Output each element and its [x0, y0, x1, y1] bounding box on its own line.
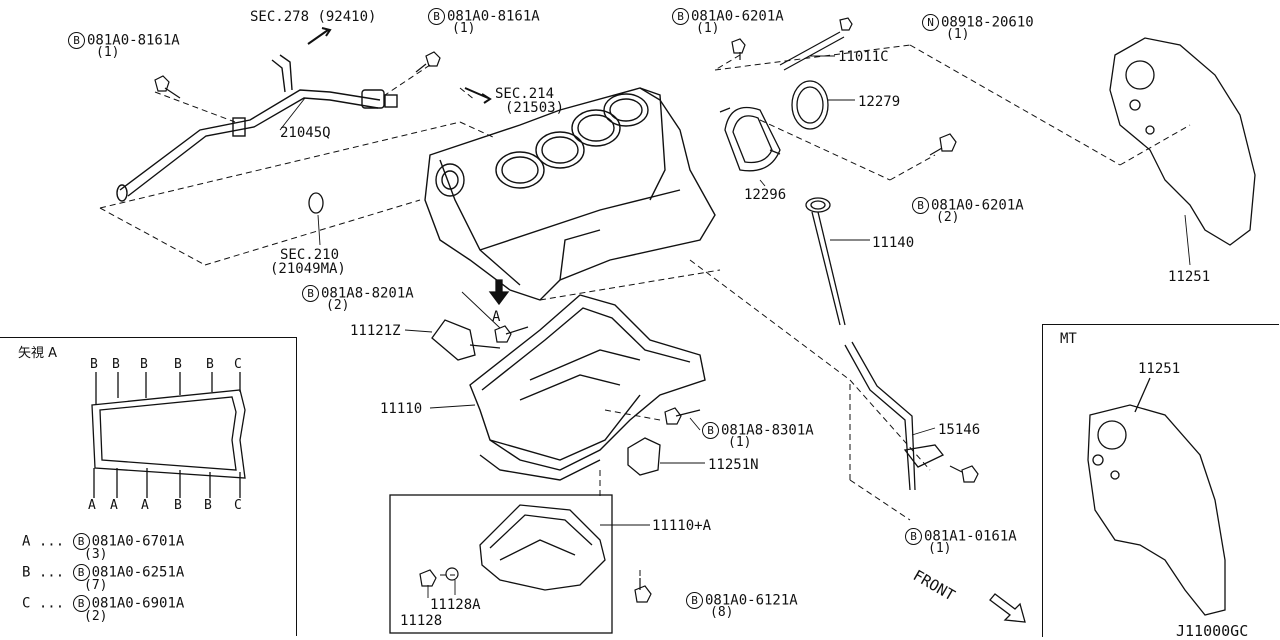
part-11251-mt: 11251: [1138, 361, 1181, 377]
legend-qty-c: (2): [84, 609, 108, 624]
leader-lines: [279, 55, 1191, 598]
oil-pan-lower: [479, 504, 606, 591]
view-a-top-label: B: [140, 357, 148, 372]
part-11110A: 11110+A: [652, 518, 712, 534]
part-11110: 11110: [380, 401, 423, 417]
oil-seal: [791, 80, 829, 130]
nut-qty: (1): [946, 27, 970, 42]
view-a-bottom-label: A: [88, 498, 96, 513]
seal-retainer: [719, 106, 781, 172]
bolt-qty-3: (1): [696, 21, 720, 36]
oil-pan-lower-box: [389, 494, 613, 634]
oil-pan-upper: [469, 294, 706, 481]
bolt-qty-2: (1): [452, 21, 476, 36]
view-a-title: 矢視 A: [18, 346, 58, 361]
sec214-label: SEC.214: [495, 86, 555, 102]
baffle: [627, 437, 661, 476]
part-11011C: 11011C: [838, 49, 889, 65]
sec278-label: SEC.278 (92410): [250, 9, 377, 25]
bolt-qty-5: (2): [326, 298, 350, 313]
guide-tube: [844, 341, 945, 491]
part-11128: 11128: [400, 613, 443, 629]
view-a-top-label: B: [112, 357, 120, 372]
bolt-qty-1: (1): [96, 45, 120, 60]
legend-qty-b: (7): [84, 578, 108, 593]
sec210-code: (21049MA): [270, 261, 346, 277]
view-a-bottom-label: A: [110, 498, 118, 513]
view-a-top-label: B: [174, 357, 182, 372]
mt-adapter-plate: [1087, 377, 1226, 616]
part-11128A: 11128A: [430, 597, 481, 613]
legend-qty-a: (3): [84, 547, 108, 562]
view-arrow: [488, 279, 510, 306]
part-12296: 12296: [744, 187, 787, 203]
cylinder-block: [424, 87, 716, 301]
sec214-code: (21503): [505, 100, 565, 116]
view-a-bottom-label: C: [234, 498, 242, 513]
view-a-top-label: C: [234, 357, 242, 372]
adapter-plate: [1109, 37, 1256, 246]
bolt-qty-8: (8): [710, 605, 734, 620]
view-a-bottom-label: B: [204, 498, 212, 513]
bolts: [154, 17, 979, 603]
bolt-qty-4: (2): [936, 210, 960, 225]
sec210-label: SEC.210: [280, 247, 340, 263]
bolt-qty-6: (1): [728, 435, 752, 450]
part-15146: 15146: [938, 422, 981, 438]
view-a-top-label: B: [206, 357, 214, 372]
part-11251: 11251: [1168, 269, 1211, 285]
view-a-arrow-label: A: [492, 309, 501, 325]
part-11251N: 11251N: [708, 457, 759, 473]
strainer: [431, 319, 501, 361]
view-a-bottom-label: A: [141, 498, 149, 513]
view-a-bottom-label: B: [174, 498, 182, 513]
view-a-top-label: B: [90, 357, 98, 372]
diagram-code: J11000GC: [1176, 622, 1249, 640]
view-a-gasket: [91, 372, 246, 498]
dipstick: [805, 197, 846, 326]
mt-panel-title: MT: [1060, 331, 1077, 347]
mt-panel: [1042, 324, 1279, 637]
breather-tube: [116, 54, 398, 202]
front-arrow: [989, 593, 1026, 623]
view-a-panel: [0, 337, 297, 636]
part-12279: 12279: [858, 94, 901, 110]
o-ring: [308, 192, 324, 214]
part-11140: 11140: [872, 235, 915, 251]
part-11121Z: 11121Z: [350, 323, 401, 339]
bolt-qty-7: (1): [928, 541, 952, 556]
part-21045Q: 21045Q: [280, 125, 331, 141]
